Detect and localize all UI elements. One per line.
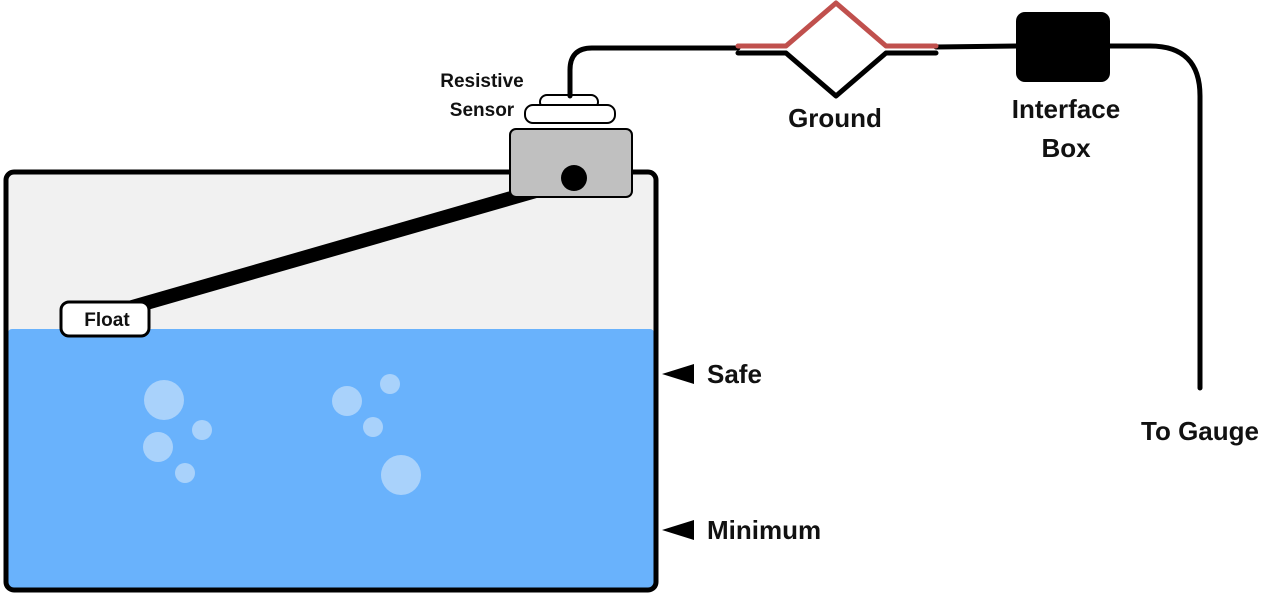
sensor-label-line1: Resistive [440, 71, 523, 92]
ground-symbol: Ground [735, 0, 939, 133]
bubbles [143, 374, 421, 495]
ground-upper-red [735, 0, 939, 49]
wiring [567, 43, 1203, 391]
bubble [381, 455, 421, 495]
bubble [380, 374, 400, 394]
sensor-pivot [561, 165, 587, 191]
minimum-arrow-icon [662, 520, 694, 540]
bubble [192, 420, 212, 440]
tank-outline [3, 169, 659, 593]
minimum-marker: Minimum [662, 515, 821, 545]
interface-label-line2: Box [1041, 133, 1091, 163]
float-label: Float [84, 310, 130, 331]
bubble [332, 386, 362, 416]
safe-arrow-icon [662, 364, 694, 384]
ground-lower-black [735, 50, 939, 99]
sensor-wire [567, 45, 741, 99]
sensor-cap [524, 104, 616, 124]
float-body [59, 300, 151, 338]
float-arm [113, 173, 576, 319]
safe-label: Safe [707, 359, 762, 389]
ground-label: Ground [788, 103, 882, 133]
sensor-label-line2: Sensor [450, 100, 515, 121]
bubble [363, 417, 383, 437]
to-gauge-label: To Gauge [1141, 416, 1259, 446]
tank-water [8, 329, 654, 588]
tank [3, 169, 659, 593]
wire-to-interface [933, 43, 1023, 50]
bubble [144, 380, 184, 420]
interface-box: Interface Box [1012, 12, 1120, 163]
wire-to-gauge [1105, 43, 1203, 391]
sensor-body [509, 128, 633, 198]
bubble [143, 432, 173, 462]
safe-marker: Safe [662, 359, 762, 389]
minimum-label: Minimum [707, 515, 821, 545]
interface-label-line1: Interface [1012, 94, 1120, 124]
float: Float [59, 300, 151, 338]
interface-box-body [1016, 12, 1110, 82]
bubble [175, 463, 195, 483]
